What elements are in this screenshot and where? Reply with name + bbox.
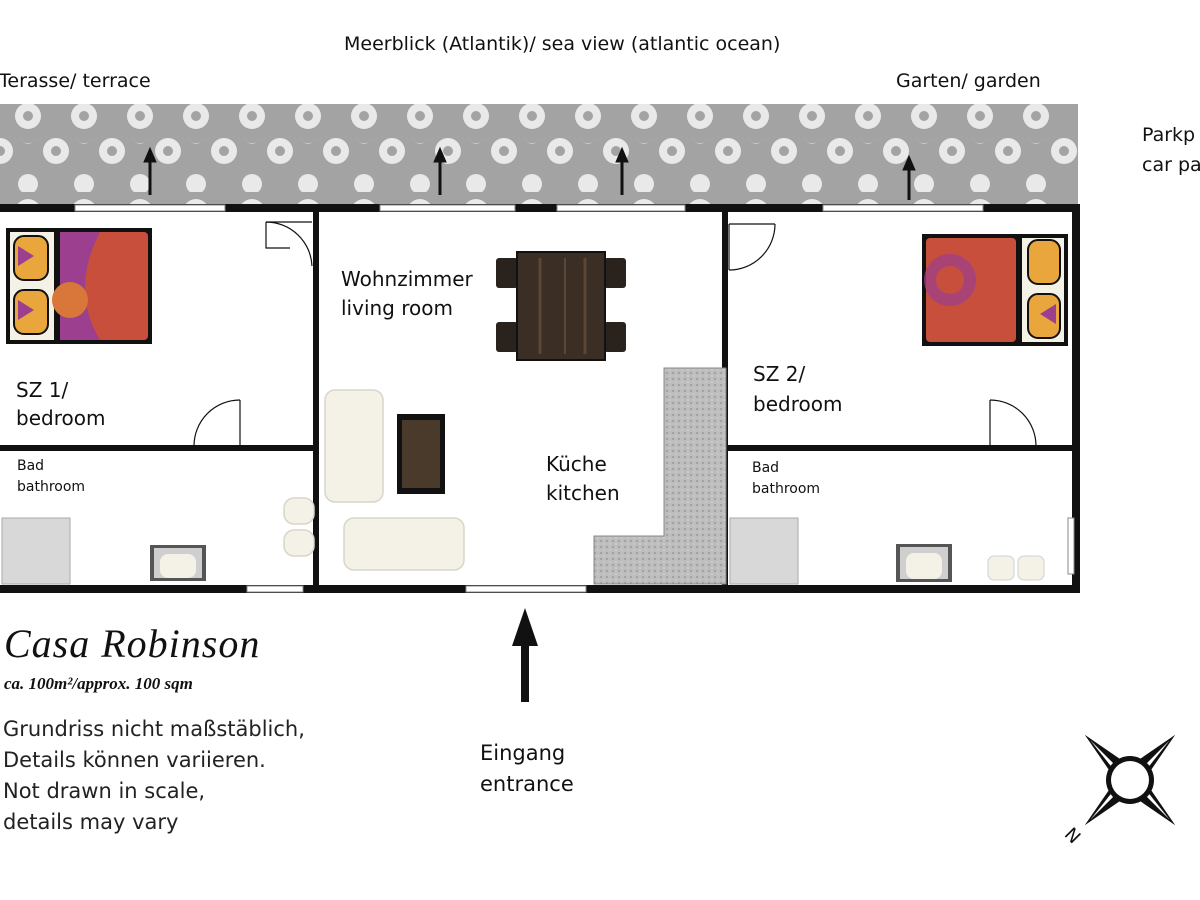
toilet-icon <box>896 544 952 582</box>
entrance-arrow-icon <box>512 608 538 702</box>
kitchen-label-en: kitchen <box>546 481 620 505</box>
coffee-table <box>397 414 445 494</box>
note-line: Grundriss nicht maßstäblich, <box>3 717 305 741</box>
svg-text:N: N <box>1060 824 1084 848</box>
door-icon <box>265 221 313 267</box>
kitchen-counter <box>593 367 727 585</box>
bath1-label-de: Bad <box>17 458 45 474</box>
bed-icon <box>922 234 1068 346</box>
garden-label: Garten/ garden <box>896 70 1041 92</box>
terrace-band <box>0 104 1078 206</box>
shower <box>1 517 71 585</box>
compass-icon: N <box>1060 734 1176 848</box>
plan-subtitle: ca. 100m²/approx. 100 sqm <box>4 674 193 693</box>
bath2-label-en: bathroom <box>752 481 821 497</box>
sofa-icon <box>283 389 465 571</box>
arrow-up-icon <box>902 154 916 200</box>
terrace-label: Terasse/ terrace <box>0 70 151 92</box>
arrow-up-icon <box>143 146 157 195</box>
plan-title: Casa Robinson <box>4 621 261 666</box>
disclaimer-note: Grundriss nicht maßstäblich, Details kön… <box>3 714 305 838</box>
bedroom1-label-de: SZ 1/ <box>16 378 69 402</box>
entrance-label-de: Eingang <box>480 741 566 765</box>
entrance-label-en: entrance <box>480 772 574 796</box>
living-room-label-de: Wohnzimmer <box>341 267 473 291</box>
arrow-up-icon <box>615 146 629 195</box>
note-line: details may vary <box>3 810 179 834</box>
bedroom1-label-en: bedroom <box>16 406 106 430</box>
living-room-label-en: living room <box>341 296 453 320</box>
parking-label-line1: Parkp <box>1142 124 1196 146</box>
note-line: Not drawn in scale, <box>3 779 206 803</box>
door-icon <box>989 399 1037 447</box>
bath1-label-en: bathroom <box>17 479 86 495</box>
arrow-up-icon <box>433 146 447 195</box>
sink <box>987 555 1045 581</box>
bed-icon <box>6 228 152 344</box>
door-icon <box>193 399 241 447</box>
sea-view-label: Meerblick (Atlantik)/ sea view (atlantic… <box>344 33 781 55</box>
bedroom2-label-de: SZ 2/ <box>753 362 806 386</box>
toilet-icon <box>150 545 206 581</box>
windows <box>74 204 1075 593</box>
door-icon <box>728 223 776 271</box>
kitchen-label-de: Küche <box>546 452 607 476</box>
table-icon <box>496 251 626 361</box>
shower <box>729 517 799 585</box>
bath2-label-de: Bad <box>752 460 780 476</box>
note-line: Details können variieren. <box>3 748 266 772</box>
bedroom2-label-en: bedroom <box>753 392 843 416</box>
parking-label-line2: car pa <box>1142 154 1200 176</box>
